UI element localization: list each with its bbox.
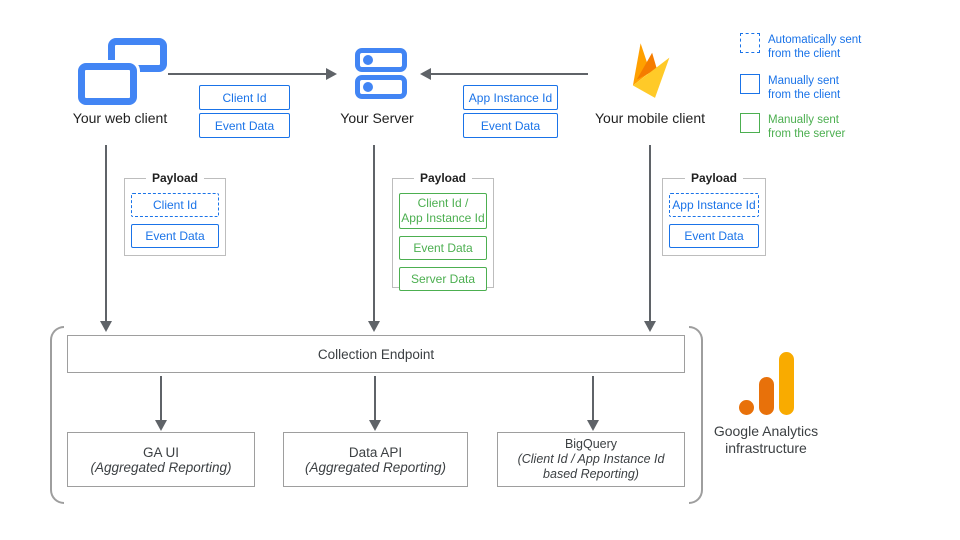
infrastructure-bracket-left [50, 326, 64, 504]
arrowhead-right-icon [326, 68, 337, 80]
server-label: Your Server [340, 110, 414, 126]
legend-solid-blue-swatch-icon [740, 74, 760, 94]
arrowhead-left-icon [420, 68, 431, 80]
payload-item-client-id: Client Id [131, 193, 219, 217]
infrastructure-bracket-right [689, 326, 703, 504]
bigquery-subtitle: (Client Id / App Instance Id based Repor… [517, 452, 665, 481]
mobile-client-label: Your mobile client [595, 110, 705, 126]
flow-chip-client-id: Client Id [199, 85, 290, 110]
payload-item-server-data: Server Data [399, 267, 487, 291]
caption-line: Google Analytics [713, 423, 819, 439]
ga-ui-box: GA UI (Aggregated Reporting) [67, 432, 255, 487]
ga-ui-subtitle: (Aggregated Reporting) [90, 459, 232, 475]
payload-web: Payload Client Id Event Data [124, 171, 226, 256]
legend-line: from the client [768, 47, 841, 60]
data-api-title: Data API [348, 444, 403, 460]
web-client-label: Your web client [72, 110, 168, 126]
legend-line: from the client [768, 88, 841, 101]
arrowhead-down-icon [100, 321, 112, 332]
payload-mobile: Payload App Instance Id Event Data [662, 171, 766, 256]
legend-solid-green-swatch-icon [740, 113, 760, 133]
flow-chip-event-data: Event Data [199, 113, 290, 138]
payload-title: Payload [413, 171, 473, 185]
payload-server: Payload Client Id / App Instance Id Even… [392, 171, 494, 291]
legend-item-manual-client: Manually sent from the client [768, 75, 928, 102]
ga-ui-title: GA UI [142, 444, 179, 460]
caption-line: infrastructure [725, 440, 807, 456]
legend-item-auto-client: Automatically sent from the client [768, 34, 928, 61]
payload-item-event-data: Event Data [669, 224, 759, 248]
payload-item-event-data: Event Data [131, 224, 219, 248]
flow-chip-app-instance-id: App Instance Id [463, 85, 558, 110]
infrastructure-caption: Google Analytics infrastructure [696, 423, 836, 457]
bigquery-box: BigQuery (Client Id / App Instance Id ba… [497, 432, 685, 487]
bigquery-title: BigQuery [564, 437, 618, 451]
firebase-flame-icon [632, 43, 670, 98]
legend-item-manual-server: Manually sent from the server [768, 114, 928, 141]
arrowhead-down-icon [155, 420, 167, 431]
arrowhead-down-icon [368, 321, 380, 332]
arrowhead-down-icon [587, 420, 599, 431]
payload-title: Payload [145, 171, 205, 185]
payload-item-event-data: Event Data [399, 236, 487, 260]
legend-line: Manually sent [768, 75, 839, 87]
collection-endpoint-label: Collection Endpoint [317, 346, 435, 362]
data-api-box: Data API (Aggregated Reporting) [283, 432, 468, 487]
legend-line: Automatically sent [768, 34, 862, 46]
legend-line: from the server [768, 127, 846, 140]
collection-endpoint-box: Collection Endpoint [67, 335, 685, 373]
legend-line: Manually sent [768, 114, 839, 126]
payload-item-app-instance-id: App Instance Id [669, 193, 759, 217]
arrowhead-down-icon [369, 420, 381, 431]
flow-chip-event-data: Event Data [463, 113, 558, 138]
arrowhead-down-icon [644, 321, 656, 332]
payload-title: Payload [684, 171, 744, 185]
payload-item-client-or-app-id: Client Id / App Instance Id [399, 193, 487, 229]
data-api-subtitle: (Aggregated Reporting) [304, 459, 447, 475]
legend-dashed-blue-swatch-icon [740, 33, 760, 53]
